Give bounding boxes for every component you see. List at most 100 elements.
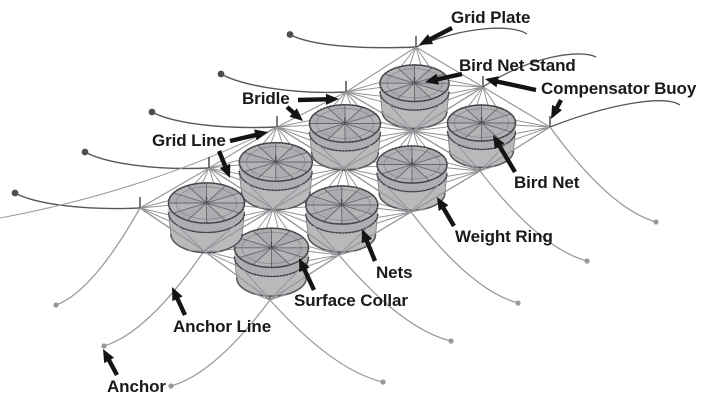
cage-weight-ring <box>378 192 446 212</box>
compensator-buoy-arrow-head <box>485 76 499 88</box>
bird-net-arrow-head <box>493 135 505 149</box>
grid-line-arrow-head <box>254 129 268 141</box>
callout-weight-ring: Weight Ring <box>437 197 553 246</box>
cage-collar-beads <box>376 173 448 193</box>
bridle-arrow-head <box>289 108 303 121</box>
callout-nets: Nets <box>361 229 413 282</box>
cage-weight-ring <box>448 150 515 169</box>
fish-cage <box>167 182 246 254</box>
fish-cage <box>446 104 517 169</box>
anchor-line-nw <box>151 111 278 129</box>
callout-grid-line: Grid Line <box>152 129 268 178</box>
cage-collar-band <box>380 83 449 111</box>
anchor-dot <box>217 70 225 78</box>
cage-spokes <box>305 185 378 225</box>
cage-cone-wedges <box>377 145 447 184</box>
cage-collar-band <box>377 164 447 192</box>
cage-rim-beads <box>376 145 448 184</box>
label-grid-line: Grid Line <box>152 131 226 150</box>
anchor-line-nw <box>220 73 347 94</box>
label-weight-ring: Weight Ring <box>455 227 553 246</box>
anchor-line-s <box>338 254 452 342</box>
front-lines <box>139 86 551 301</box>
callout-bird-net: Bird Net <box>493 135 580 192</box>
bridle-arrow-head <box>325 93 339 105</box>
cage-collar-band <box>234 247 309 277</box>
bridle-lines-front <box>177 103 507 301</box>
compensator-buoy-arrow-shaft <box>492 78 537 93</box>
cage-collar-band <box>309 123 381 151</box>
cage-spokes <box>168 182 245 224</box>
cage-rim-beads <box>304 185 379 225</box>
cage-cone-wedges <box>168 182 245 224</box>
anchor-line-sw-far <box>0 126 278 219</box>
label-compensator-buoy: Compensator Buoy <box>541 79 697 98</box>
cage-collar-band <box>168 203 245 233</box>
cage-weight-ring <box>235 277 308 297</box>
fish-cage <box>376 145 448 212</box>
anchor-line-nw <box>14 192 141 210</box>
cage-cone-wedges <box>447 104 516 142</box>
cage-rim-beads <box>167 182 246 224</box>
cage-rim-beads <box>238 141 314 183</box>
bridle-arrow-shaft <box>297 97 332 103</box>
anchor-dot <box>148 108 156 116</box>
cage-collar-beads <box>446 131 517 151</box>
callout-anchor-line: Anchor Line <box>172 287 271 336</box>
grid-plate-arrow-head <box>419 34 434 45</box>
anchor-line-s <box>55 207 141 306</box>
anchor-line-s <box>170 299 271 387</box>
callout-anchor: Anchor <box>103 349 166 396</box>
anchor-dot <box>448 338 454 344</box>
fish-cage <box>308 103 382 171</box>
callout-bird-net-stand: Bird Net Stand <box>425 56 576 85</box>
anchor-dot <box>81 148 89 156</box>
anchor-line-nw <box>84 151 210 170</box>
label-bird-net: Bird Net <box>514 173 580 192</box>
compensator-buoy-arrow-head <box>551 104 562 119</box>
cages <box>167 64 517 297</box>
cage-collar-band <box>305 205 378 233</box>
cage-collar-beads <box>167 212 246 234</box>
anchor-dot <box>168 383 174 389</box>
label-bird-net-stand: Bird Net Stand <box>459 56 576 75</box>
nets-arrow-head <box>361 229 373 244</box>
callout-bridle: Bridle <box>242 89 339 121</box>
grid-line-arrow-head <box>219 163 231 178</box>
callout-surface-collar: Surface Collar <box>294 258 408 310</box>
cage-collar-beads <box>233 256 310 278</box>
anchor-line-ne <box>482 53 597 88</box>
cage-collar-rim <box>305 213 379 234</box>
anchor-line-arrow-head <box>172 287 183 302</box>
cage-collar-beads <box>379 91 450 111</box>
anchor-line-s <box>410 211 519 304</box>
label-bridle: Bridle <box>242 89 290 108</box>
cage-rim-beads <box>379 64 450 103</box>
cage-spokes <box>234 228 309 268</box>
callout-compensator-buoy: Compensator Buoy <box>485 76 697 119</box>
cage-rim-beads <box>446 104 517 142</box>
cage-collar-rim <box>308 132 382 152</box>
fish-cage <box>304 185 379 253</box>
label-grid-plate: Grid Plate <box>451 8 530 27</box>
anchor-dot <box>380 379 386 385</box>
callout-grid-plate: Grid Plate <box>419 8 530 45</box>
cage-weight-ring <box>381 111 448 130</box>
cage-weight-ring <box>310 152 380 171</box>
anchor-dot <box>101 343 107 349</box>
cage-collar-beads <box>238 170 313 192</box>
anchor-dot <box>11 189 19 197</box>
fish-cage <box>238 141 314 211</box>
fish-cage <box>379 64 450 130</box>
cage-spokes <box>309 104 381 143</box>
cage-cone-wedges <box>309 104 381 143</box>
cage-rim-beads <box>308 103 382 144</box>
label-anchor: Anchor <box>107 377 166 396</box>
label-surface-collar: Surface Collar <box>294 291 408 310</box>
bird-net-arrow-shaft <box>495 140 517 174</box>
grid-line-arrow-shaft <box>229 131 261 144</box>
cage-spokes <box>239 142 313 182</box>
anchor-dot <box>286 31 294 38</box>
